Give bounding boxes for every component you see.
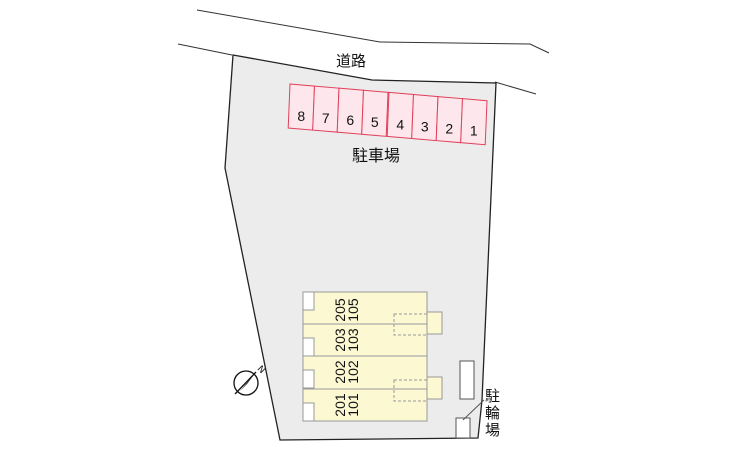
room-number: 202 — [332, 360, 348, 384]
room-number: 102 — [345, 360, 361, 384]
room-number: 205 — [332, 298, 348, 322]
building-protrusion-upper — [426, 311, 443, 335]
parking-space-number: 1 — [470, 123, 478, 139]
parking-label: 駐車場 — [352, 146, 400, 165]
bike-parking-shelter — [459, 360, 475, 400]
entrance-box — [302, 291, 315, 311]
room-labels: 205 203 202 201 105 103 102 101 — [332, 298, 361, 417]
parking-space-outline — [361, 89, 389, 137]
parking-space: 2 — [435, 96, 464, 144]
parking-space: 3 — [411, 93, 439, 142]
parking-space-number: 5 — [371, 114, 379, 130]
parking-space: 8 — [287, 83, 316, 131]
room-number: 201 — [332, 393, 348, 417]
apartment-building: 205 203 202 201 105 103 102 101 — [302, 291, 443, 422]
entrance-box — [302, 369, 315, 389]
road-upper-edge — [196, 9, 550, 54]
north-arrow-icon: N — [233, 364, 267, 396]
entrance-box — [302, 402, 315, 422]
balcony-lower — [393, 379, 428, 402]
north-label: N — [255, 364, 267, 376]
parking-space: 4 — [386, 91, 415, 140]
bike-parking-label-2: 輪 — [485, 404, 500, 422]
room-number: 203 — [332, 328, 348, 352]
parking-space-number: 4 — [396, 116, 404, 132]
bike-parking-label-3: 場 — [485, 421, 500, 439]
room-number: 105 — [345, 298, 361, 322]
parking-space-outline — [460, 98, 488, 146]
entrance-box — [302, 337, 315, 357]
bike-parking-shelter — [455, 417, 471, 439]
building-protrusion-lower — [426, 376, 443, 400]
road-label: 道路 — [336, 52, 366, 70]
parking-space-number: 8 — [297, 108, 305, 124]
bike-parking-label-1: 駐 — [485, 387, 500, 405]
lot-area — [224, 54, 497, 441]
road-lower-edge — [177, 43, 233, 56]
parking-space-number: 6 — [346, 112, 354, 128]
parking-space-number: 3 — [421, 118, 429, 134]
parking-space-number: 2 — [445, 121, 453, 137]
parking-space-number: 7 — [322, 110, 330, 126]
bike-leader-line — [462, 399, 485, 421]
parking-space: 5 — [361, 89, 389, 137]
room-number: 101 — [345, 393, 361, 417]
parking-space: 1 — [460, 98, 488, 146]
road-lower-edge-right — [494, 81, 537, 95]
parking-space: 6 — [336, 87, 365, 135]
room-number: 103 — [345, 328, 361, 352]
parking-space: 7 — [312, 85, 340, 133]
